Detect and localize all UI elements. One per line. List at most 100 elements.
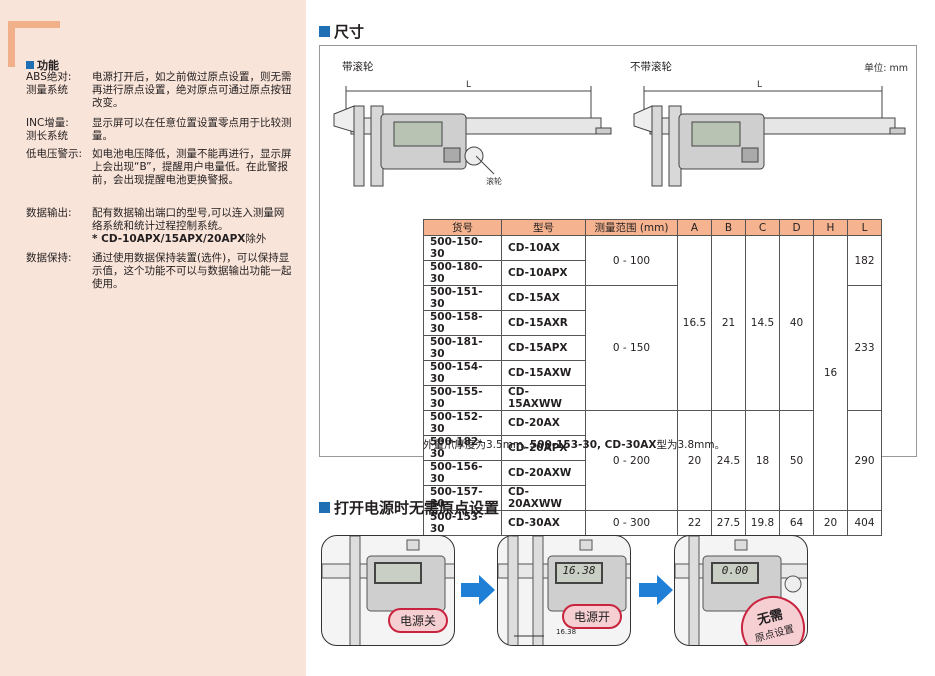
d-cell: 40	[779, 235, 814, 411]
model-cell: CD-15AXR	[501, 310, 586, 336]
table-row: 500-151-30 CD-15AX 0 - 150 233	[423, 285, 882, 411]
col-header: L	[847, 219, 882, 236]
table-row: 500-182-30 CD-20APX	[423, 435, 882, 461]
section-marker-icon	[319, 26, 330, 37]
model-cell: CD-20AXW	[501, 460, 586, 486]
col-header: C	[745, 219, 780, 236]
l-cell: 290	[847, 410, 882, 511]
model-cell: CD-10APX	[501, 260, 586, 286]
feature-data-output: 数据输出: 配有数据输出端口的型号,可以连入测量网络系统和统计过程控制系统。 *…	[26, 207, 292, 247]
model-cell: CD-20AXWW	[501, 485, 586, 511]
feature-term: 低电压警示:	[26, 148, 83, 160]
l-cell: 233	[847, 285, 882, 411]
range-cell: 0 - 200	[585, 410, 678, 511]
table-row: 500-152-30 CD-20AX 0 - 200 20 24.5 18 50…	[423, 410, 882, 511]
dim-l-label: L	[466, 80, 471, 90]
range-cell: 0 - 150	[585, 285, 678, 411]
wheel-label: 滚轮	[486, 176, 502, 186]
model-cell: CD-10AX	[501, 235, 586, 261]
c-cell: 18	[745, 410, 780, 511]
table-row: 500-156-30 CD-20AXW	[423, 460, 882, 486]
col-header: 测量范围 (mm)	[585, 219, 678, 236]
table-row: 500-155-30 CD-15AXWW	[423, 385, 882, 411]
table-row: 500-158-30 CD-15AXR	[423, 310, 882, 336]
table-header-row: 货号 型号 测量范围 (mm) A B C D H L	[423, 219, 882, 236]
feature-abs: ABS绝对: 测量系统 电源打开后，如之前做过原点设置，则无需再进行原点设置，绝…	[26, 71, 292, 111]
feature-desc-text: 配有数据输出端口的型号,可以连入测量网络系统和统计过程控制系统。	[92, 207, 285, 233]
model-cell: CD-20APX	[501, 435, 586, 461]
part-no-cell: 500-157-30	[423, 485, 502, 511]
c-cell: 19.8	[745, 510, 780, 536]
range-cell: 0 - 300	[585, 510, 678, 536]
c-cell: 14.5	[745, 235, 780, 411]
h-cell: 16	[813, 235, 848, 511]
range-cell: 0 - 100	[585, 235, 678, 286]
feature-desc: 通过使用数据保持装置(选件)，可以保持显示值，这个功能不可以与数据输出功能一起使…	[92, 252, 292, 291]
col-header: 货号	[423, 219, 502, 236]
l-cell: 404	[847, 510, 882, 536]
col-header: H	[813, 219, 848, 236]
feature-term: ABS绝对: 测量系统	[26, 71, 92, 111]
note-text: 外量爪厚度为3.5mm,	[423, 439, 530, 451]
step-power-off: 电源关	[321, 535, 455, 646]
lcd-display: 16.38	[555, 562, 603, 584]
note-bold: 500-153-30, CD-30AX	[529, 439, 657, 451]
lcd-display	[374, 562, 422, 584]
corner-bracket	[8, 21, 60, 67]
part-no-cell: 500-153-30	[423, 510, 502, 536]
arrow-right-icon	[461, 575, 495, 605]
feature-desc: 显示屏可以在任意位置设置零点用于比较测量。	[92, 117, 292, 143]
a-cell: 16.5	[677, 235, 712, 411]
a-cell: 20	[677, 410, 712, 511]
power-on-label: 电源开	[562, 604, 623, 629]
feature-term: 数据保持:	[26, 252, 72, 264]
feature-term: 数据输出:	[26, 207, 72, 219]
h-cell: 20	[813, 510, 848, 536]
a-cell: 22	[677, 510, 712, 536]
l-cell: 182	[847, 235, 882, 286]
spec-table: 货号 型号 测量范围 (mm) A B C D H L 500-150-30 C…	[423, 219, 882, 536]
part-no-cell: 500-152-30	[423, 410, 502, 436]
part-no-cell: 500-158-30	[423, 310, 502, 336]
lcd-display: 0.00	[711, 562, 759, 584]
jaw-thickness-note: 外量爪厚度为3.5mm, 500-153-30, CD-30AX型为3.8mm。	[423, 437, 725, 452]
table-row: 500-150-30 CD-10AX 0 - 100 16.5 21 14.5 …	[423, 235, 882, 511]
origin-title: 打开电源时无需原点设置	[319, 497, 499, 518]
with-wheel-label: 带滚轮	[342, 61, 374, 73]
feature-desc: 配有数据输出端口的型号,可以连入测量网络系统和统计过程控制系统。 * CD-10…	[92, 207, 292, 247]
caliper-with-wheel-drawing: L 滚轮	[333, 80, 612, 187]
col-header: D	[779, 219, 814, 236]
dimensions-panel: 带滚轮 不带滚轮 单位: mm L 滚轮	[319, 45, 917, 536]
b-cell: 24.5	[711, 410, 746, 511]
sidebar: 功能 ABS绝对: 测量系统 电源打开后，如之前做过原点设置，则无需再进行原点设…	[0, 0, 306, 676]
feature-term: INC增量: 测长系统	[26, 117, 92, 143]
b-cell: 27.5	[711, 510, 746, 536]
section-marker-icon	[319, 502, 330, 513]
note-tail: 型为3.8mm。	[656, 439, 726, 451]
table-row: 500-153-30 CD-30AX 0 - 300 22 27.5 19.8 …	[423, 510, 882, 536]
part-no-cell: 500-156-30	[423, 460, 502, 486]
model-cell: CD-30AX	[501, 510, 586, 536]
step-power-on: 16.38 16.38 电源开	[497, 535, 631, 646]
unit-label: 单位: mm	[864, 63, 908, 74]
d-cell: 64	[779, 510, 814, 536]
feature-data-hold: 数据保持: 通过使用数据保持装置(选件)，可以保持显示值，这个功能不可以与数据输…	[26, 252, 292, 292]
power-off-label: 电源关	[388, 608, 449, 633]
dim-l-label: L	[757, 80, 762, 90]
feature-low-voltage: 低电压警示: 如电池电压降低，测量不能再进行，显示屏上会出现“B”，提醒用户电量…	[26, 148, 292, 188]
part-no-cell: 500-180-30	[423, 260, 502, 286]
part-no-cell: 500-155-30	[423, 385, 502, 411]
col-header: 型号	[501, 219, 586, 236]
feature-term-text: ABS绝对: 测量系统	[26, 71, 72, 97]
feature-desc-bold: * CD-10APX/15APX/20APX	[92, 233, 246, 246]
part-no-cell: 500-154-30	[423, 360, 502, 386]
model-cell: CD-20AX	[501, 410, 586, 436]
model-cell: CD-15AX	[501, 285, 586, 311]
dimensions-title: 尺寸	[319, 21, 364, 42]
model-cell: CD-15AXW	[501, 360, 586, 386]
table-row: 500-157-30 CD-20AXWW	[423, 485, 882, 511]
feature-desc-tail: 除外	[245, 233, 267, 246]
part-no-cell: 500-151-30	[423, 285, 502, 311]
step-no-origin: 0.00 无需 原点设置	[674, 535, 808, 646]
feature-desc: 电源打开后，如之前做过原点设置，则无需再进行原点设置，绝对原点可通过原点按钮改变…	[92, 71, 292, 110]
